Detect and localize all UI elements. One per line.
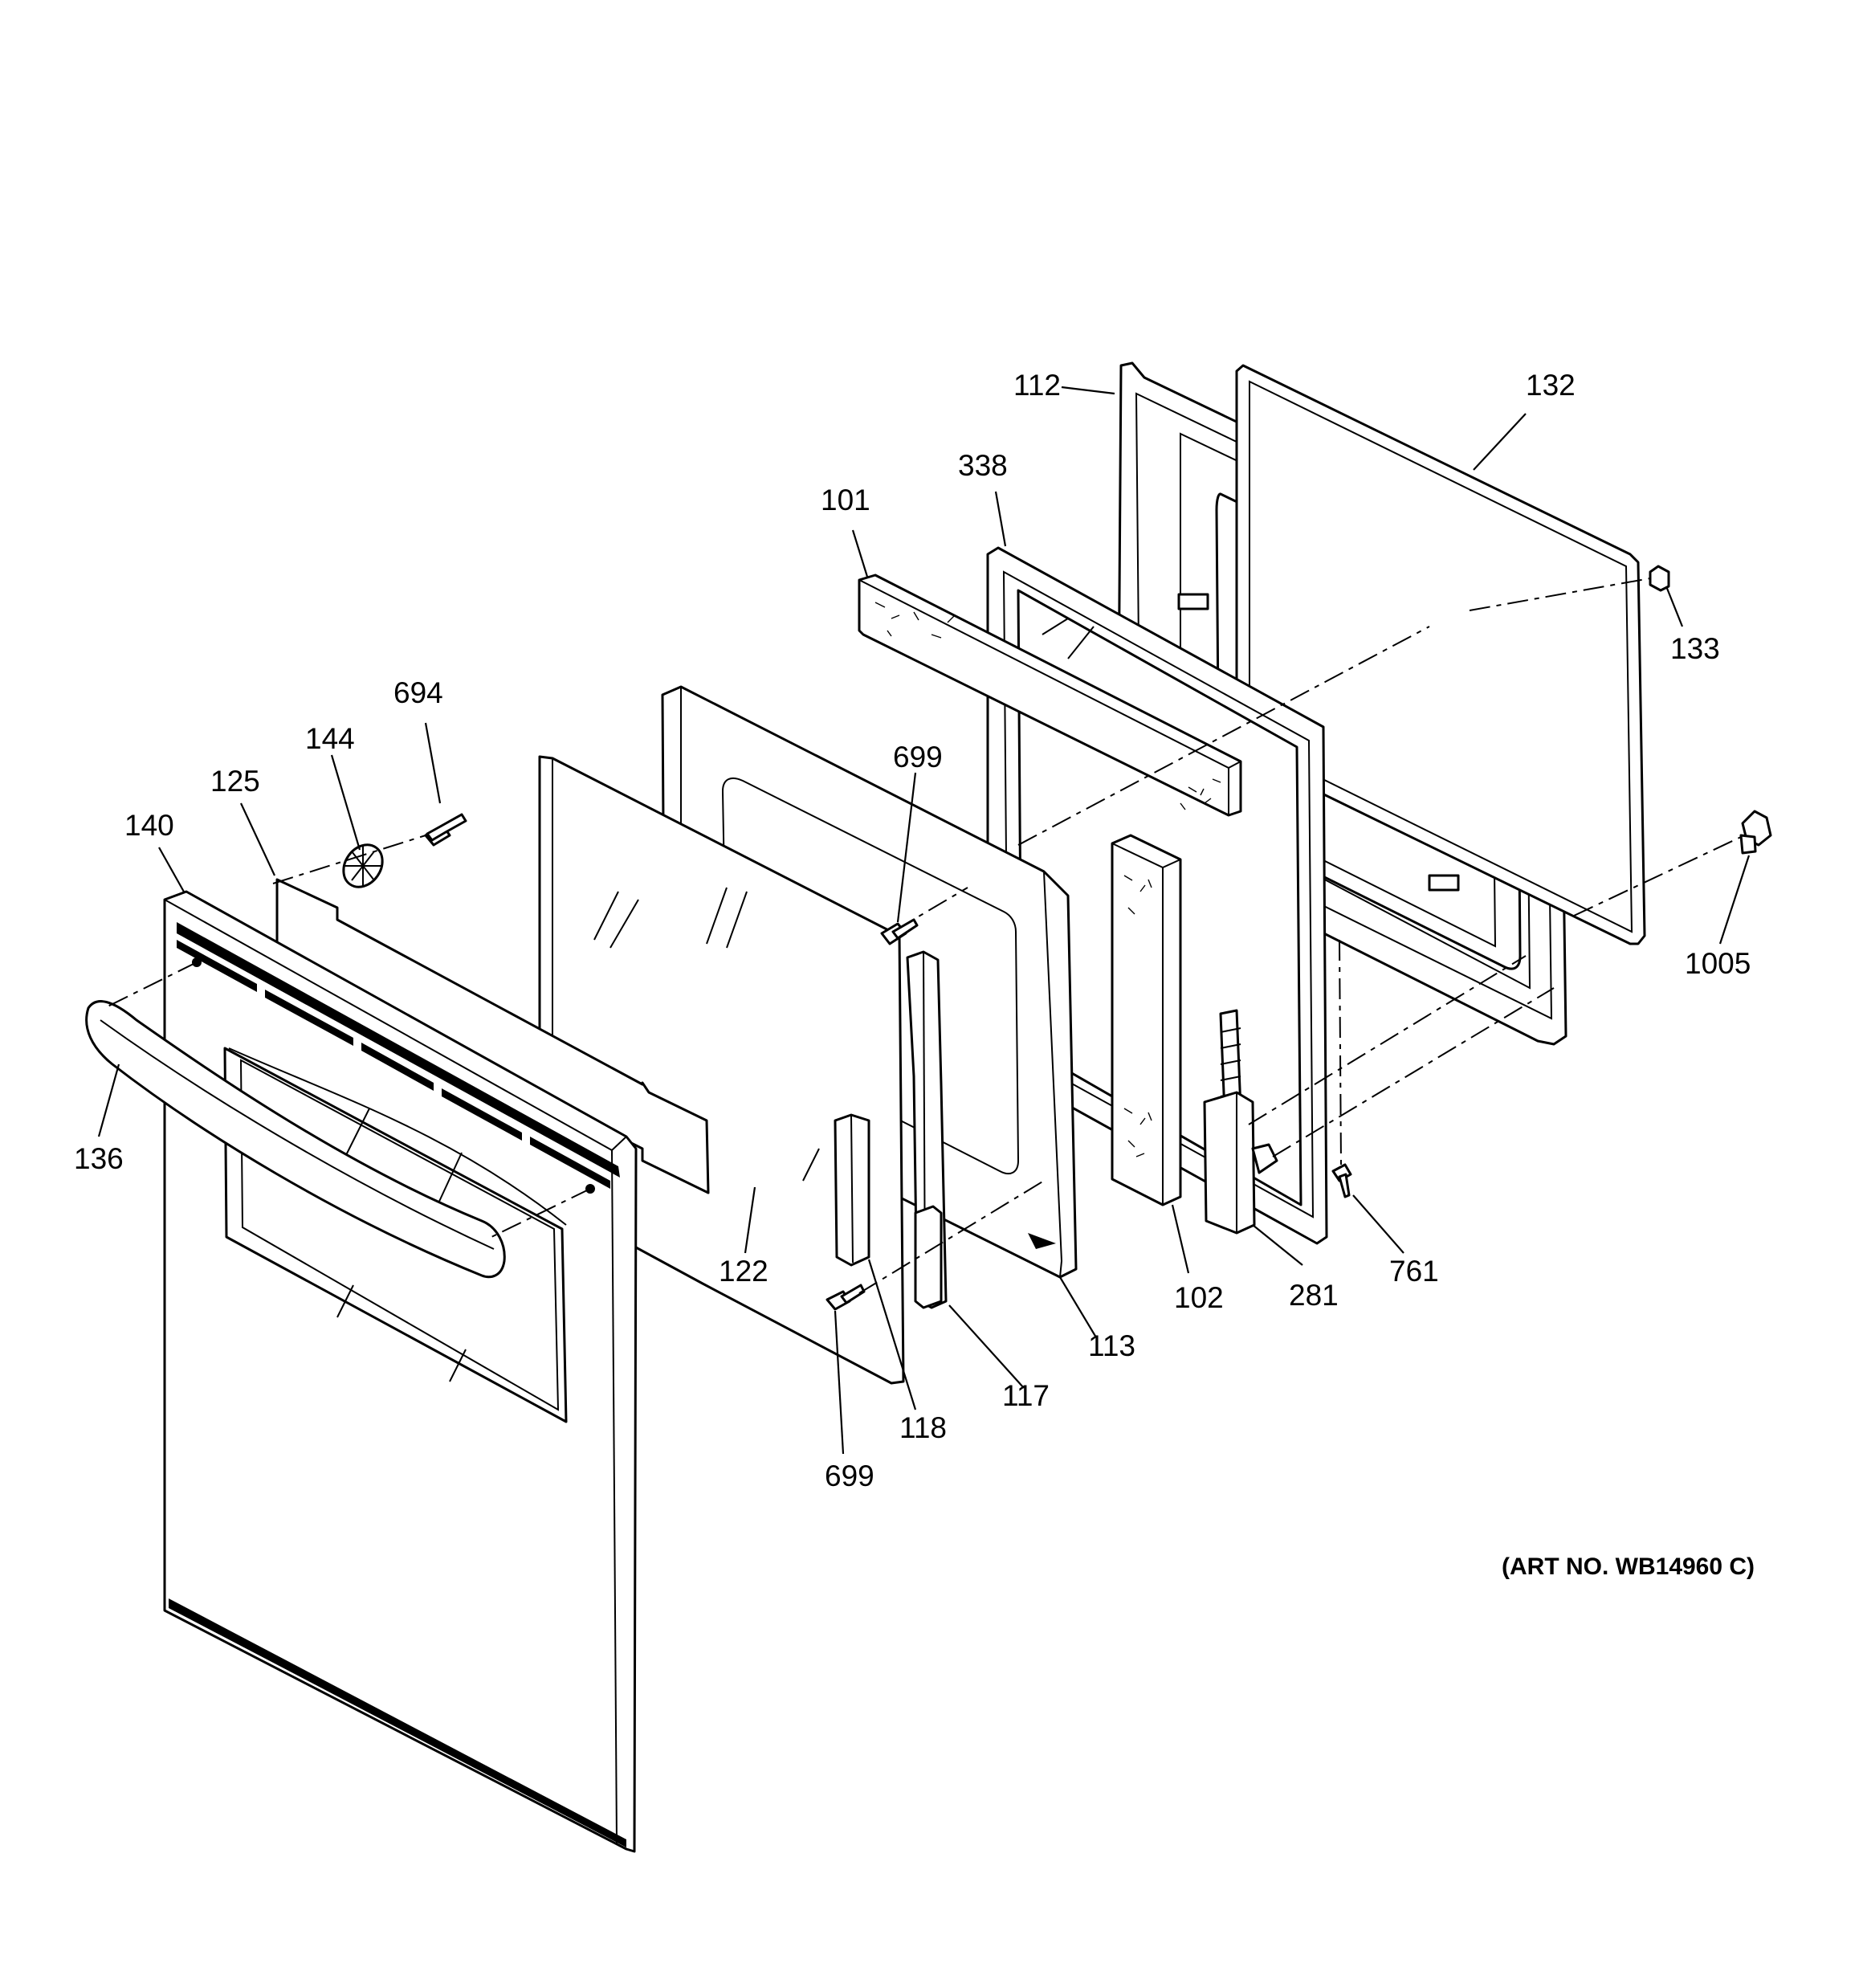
part-144-vent-screen xyxy=(342,843,384,888)
callout-1005: 1005 xyxy=(1685,947,1751,980)
callout-112: 112 xyxy=(1013,369,1061,402)
callout-140: 140 xyxy=(124,809,174,842)
callout-699-lower: 699 xyxy=(825,1459,874,1492)
callout-338: 338 xyxy=(958,449,1008,482)
part-281-door-hinge xyxy=(1203,1009,1278,1235)
part-136-door-handle xyxy=(85,1000,506,1279)
callout-144: 144 xyxy=(305,722,355,755)
part-133-plug xyxy=(1649,565,1670,592)
callout-136: 136 xyxy=(74,1142,124,1175)
part-699-screw-lower xyxy=(826,1284,866,1311)
callout-101: 101 xyxy=(821,484,870,516)
callout-694: 694 xyxy=(393,676,443,709)
part-101-top-insulation xyxy=(858,574,1242,817)
leader-lines xyxy=(97,386,1751,1455)
callout-133: 133 xyxy=(1670,632,1720,665)
part-761-screw xyxy=(1331,1163,1352,1198)
callout-132: 132 xyxy=(1526,369,1576,402)
callout-125: 125 xyxy=(210,765,260,798)
callout-122: 122 xyxy=(719,1255,768,1288)
callout-281: 281 xyxy=(1289,1279,1339,1312)
part-117-door-channel xyxy=(906,950,948,1309)
part-118-door-channel xyxy=(834,1113,870,1267)
part-1005-screw xyxy=(1739,810,1772,855)
callout-118: 118 xyxy=(899,1411,947,1444)
callout-labels: 112 132 338 101 133 694 144 699 125 140 … xyxy=(74,369,1751,1492)
callout-699-upper: 699 xyxy=(893,741,943,774)
assembly-lines xyxy=(104,578,1742,1294)
part-694-screw xyxy=(424,813,467,847)
callout-117: 117 xyxy=(1002,1379,1050,1412)
callout-102: 102 xyxy=(1174,1281,1224,1314)
callout-761: 761 xyxy=(1389,1255,1439,1288)
part-102-side-insulation xyxy=(1111,834,1182,1206)
art-number: (ART NO. WB14960 C) xyxy=(1502,1553,1755,1580)
callout-113: 113 xyxy=(1088,1329,1135,1362)
